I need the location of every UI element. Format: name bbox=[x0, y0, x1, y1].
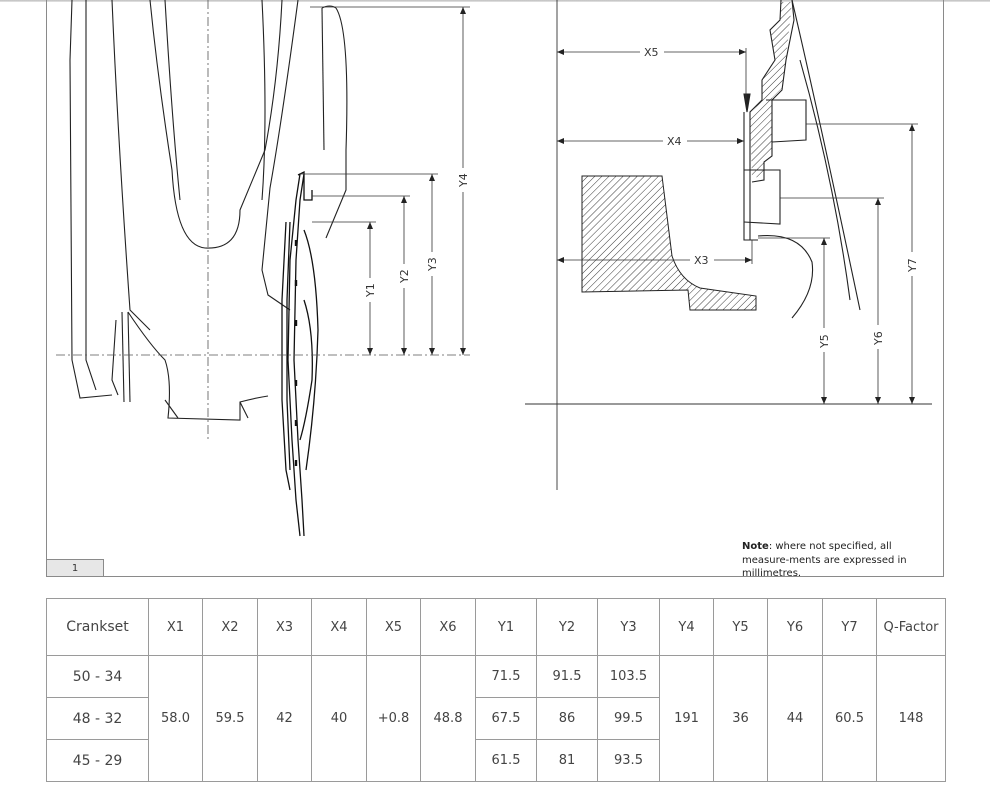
header-cell: Y6 bbox=[767, 598, 823, 656]
y1-cell: 61.5 bbox=[475, 739, 537, 782]
dim-label-x4: X4 bbox=[667, 135, 682, 148]
frame-section-hatch bbox=[581, 175, 757, 311]
header-cell: Y7 bbox=[822, 598, 877, 656]
left-dimension-arrows bbox=[367, 7, 466, 355]
header-cell: Crankset bbox=[46, 598, 149, 656]
right-vertical-dimensions bbox=[758, 123, 918, 404]
table-row: 50 - 34 58.0 59.5 42 40 +0.8 48.8 71.5 9… bbox=[46, 655, 946, 782]
dim-label-y7: Y7 bbox=[906, 258, 919, 273]
crank-section bbox=[743, 0, 861, 319]
header-cell: X4 bbox=[311, 598, 367, 656]
x2-cell: 59.5 bbox=[202, 655, 258, 782]
crankset-cell: 45 - 29 bbox=[46, 739, 149, 782]
x3-cell: 42 bbox=[257, 655, 312, 782]
frame-outline bbox=[69, 0, 348, 421]
dim-label-y2: Y2 bbox=[398, 269, 411, 284]
x5-cell: +0.8 bbox=[366, 655, 421, 782]
dim-label-x3: X3 bbox=[694, 254, 709, 267]
header-cell: Y4 bbox=[659, 598, 714, 656]
header-cell: Y2 bbox=[536, 598, 598, 656]
header-cell: Y5 bbox=[713, 598, 768, 656]
top-rule bbox=[0, 0, 990, 2]
x4-cell: 40 bbox=[311, 655, 367, 782]
y3-cell: 93.5 bbox=[597, 739, 660, 782]
header-cell: Y3 bbox=[597, 598, 660, 656]
right-dimension-arrows bbox=[557, 49, 752, 263]
centerlines bbox=[56, 0, 470, 440]
dim-label-y3: Y3 bbox=[426, 257, 439, 272]
crankset-cell: 48 - 32 bbox=[46, 697, 149, 740]
crankset-cell: 50 - 34 bbox=[46, 655, 149, 698]
figure-number-tab: 1 bbox=[46, 559, 104, 577]
y7-cell: 60.5 bbox=[822, 655, 877, 782]
right-vertical-arrows bbox=[821, 124, 915, 404]
figure-frame bbox=[46, 0, 944, 577]
dim-label-y1: Y1 bbox=[364, 283, 377, 298]
dim-label-y6: Y6 bbox=[872, 331, 885, 346]
y6-cell: 44 bbox=[767, 655, 823, 782]
dim-label-y4: Y4 bbox=[457, 173, 470, 188]
dim-label-y5: Y5 bbox=[818, 334, 831, 349]
header-cell: X5 bbox=[366, 598, 421, 656]
section-centerlines bbox=[525, 0, 932, 490]
table-header-row: Crankset X1 X2 X3 X4 X5 X6 Y1 Y2 Y3 Y4 Y… bbox=[46, 598, 946, 656]
y2-cell: 86 bbox=[536, 697, 598, 740]
y3-cell: 99.5 bbox=[597, 697, 660, 740]
crank-section-hatch bbox=[750, 2, 792, 178]
y3-cell: 103.5 bbox=[597, 655, 660, 698]
table-row: 48 - 32 67.5 86 99.5 bbox=[46, 697, 946, 740]
y5-cell: 36 bbox=[713, 655, 768, 782]
y4-cell: 191 bbox=[659, 655, 714, 782]
header-cell: X3 bbox=[257, 598, 312, 656]
x1-cell: 58.0 bbox=[148, 655, 203, 782]
y1-cell: 67.5 bbox=[475, 697, 537, 740]
header-cell: X2 bbox=[202, 598, 258, 656]
technical-drawing: Y4 Y3 Y2 Y1 X5 X4 X3 bbox=[56, 0, 932, 537]
dim-label-x5: X5 bbox=[644, 46, 659, 59]
table-row: 45 - 29 61.5 81 93.5 bbox=[46, 739, 946, 782]
crankset-spec-table: Crankset X1 X2 X3 X4 X5 X6 Y1 Y2 Y3 Y4 Y… bbox=[46, 598, 946, 782]
note-text: : where not specified, all measure-ments… bbox=[742, 541, 907, 579]
measurement-note: Note: where not specified, all measure-m… bbox=[742, 540, 942, 581]
y2-cell: 91.5 bbox=[536, 655, 598, 698]
left-dimension-lines bbox=[300, 6, 470, 355]
header-cell: X1 bbox=[148, 598, 203, 656]
header-cell: X6 bbox=[420, 598, 476, 656]
header-cell: Y1 bbox=[475, 598, 537, 656]
note-prefix: Note bbox=[742, 541, 769, 552]
y1-cell: 71.5 bbox=[475, 655, 537, 698]
chainring-profile bbox=[281, 170, 319, 537]
x6-cell: 48.8 bbox=[420, 655, 476, 782]
header-cell: Q-Factor bbox=[876, 598, 946, 656]
y2-cell: 81 bbox=[536, 739, 598, 782]
q-factor-cell: 148 bbox=[876, 655, 946, 782]
